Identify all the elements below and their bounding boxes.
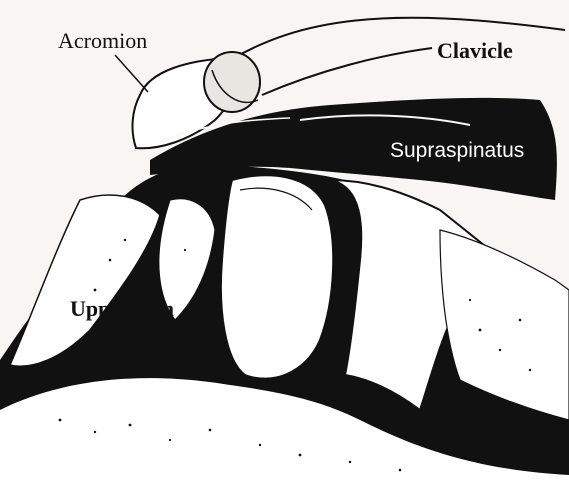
clavicle-end [204,52,260,112]
acromion-label: Acromion [58,30,147,52]
supraspinatus-label: Supraspinatus [390,140,524,162]
glenoid [221,175,333,378]
upper-arm-label: Upper arm [70,298,174,320]
acromion-leader [115,55,148,92]
clavicle-label: Clavicle [437,40,513,62]
